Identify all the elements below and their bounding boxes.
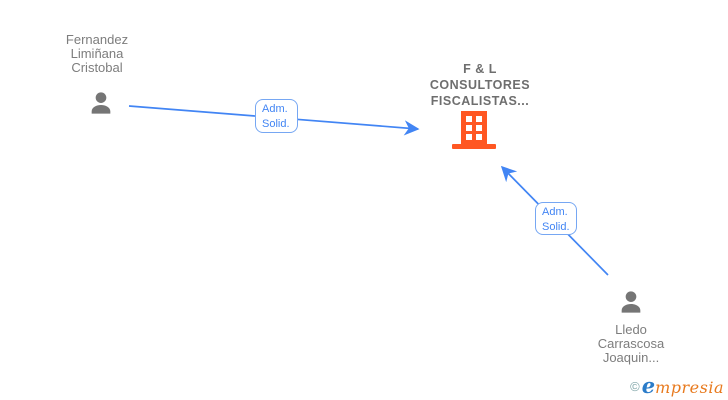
edge1-label-line: Solid.: [262, 117, 290, 130]
edge2-label-line: Solid.: [542, 220, 570, 233]
building-body: [461, 111, 487, 146]
edge2-label-line: Adm.: [542, 206, 568, 218]
copyright-icon: ©: [630, 379, 640, 394]
company-node[interactable]: [451, 111, 497, 154]
company-name-line: FISCALISTAS...: [430, 94, 530, 108]
person-icon: [91, 92, 111, 114]
person2-name-line: Carrascosa: [597, 336, 665, 351]
person2-name-line: Lledo: [615, 322, 647, 337]
person-icon: [621, 291, 641, 313]
building-icon: [452, 111, 496, 149]
edge2-label[interactable]: Adm. Solid.: [535, 202, 577, 235]
person2-name-line: Joaquin...: [602, 350, 660, 365]
watermark-brand-text: mpresia: [655, 378, 724, 397]
person1-name-line: Limiñana: [70, 46, 124, 61]
person1-name-line: Cristobal: [71, 60, 123, 75]
company-name: F & L CONSULTORES FISCALISTAS...: [410, 61, 550, 109]
person1-name: Fernandez Limiñana Cristobal: [37, 33, 157, 75]
edge1-label-line: Adm.: [262, 103, 288, 115]
person-icon-path: [91, 92, 111, 114]
company-name-line: CONSULTORES: [429, 78, 531, 92]
empresia-watermark: ©empresia: [630, 373, 724, 398]
building-windows: [466, 116, 482, 140]
edge1-label[interactable]: Adm. Solid.: [255, 99, 298, 133]
company-name-line: F & L: [463, 62, 497, 76]
person2-name: Lledo Carrascosa Joaquin...: [571, 323, 691, 365]
person1-name-line: Fernandez: [65, 32, 129, 47]
person1-node[interactable]: [85, 87, 117, 124]
person-icon-path: [621, 291, 641, 313]
watermark-brand-initial: e: [641, 373, 656, 398]
person2-node[interactable]: [615, 286, 647, 323]
